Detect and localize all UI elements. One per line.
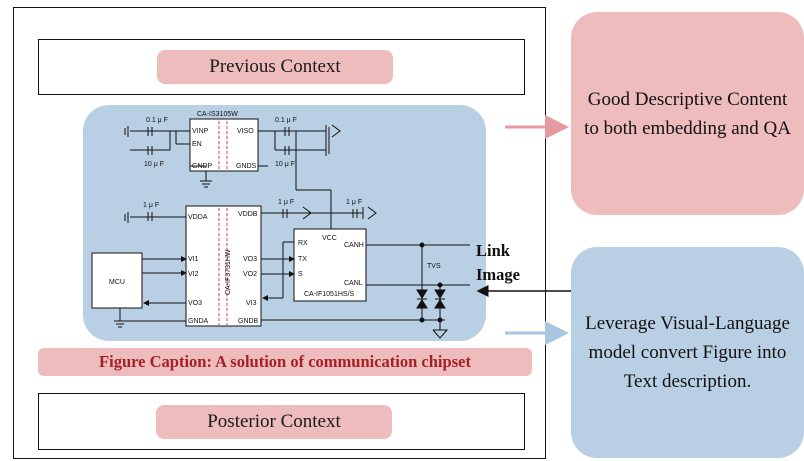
pin-gnds: GNDS <box>236 163 257 170</box>
previous-context-box <box>38 39 525 95</box>
pin-vi2: VI2 <box>188 271 199 278</box>
vlm-note: Leverage Visual-Language model convert F… <box>571 247 804 458</box>
figure-panel <box>83 105 486 341</box>
pin-vo2: VO2 <box>243 271 257 278</box>
pin-gndp: GNDP <box>192 163 213 170</box>
circuit-schematic: CA-IS3105W VINP EN GNDP VISO GNDS 0.1 μ … <box>91 111 470 339</box>
can-pin-tx: TX <box>298 256 307 263</box>
link-label-line-1: Link <box>476 241 510 260</box>
can-pin-canh: CANH <box>344 242 364 249</box>
cap-label-5: 1 μ F <box>143 202 159 209</box>
can-pin-canl: CANL <box>344 280 363 287</box>
good-content-note: Good Descriptive Content to both embeddi… <box>571 12 804 215</box>
figure-caption: Figure Caption: A solution of communicat… <box>38 348 532 376</box>
pin-vo3-left: VO3 <box>188 300 202 307</box>
can-name: CA-IF1051HS/S <box>304 291 355 298</box>
can-pin-rx: RX <box>298 240 308 247</box>
pin-vddb: VDDB <box>238 211 258 218</box>
chip-top-name: CA-IS3105W <box>197 111 238 118</box>
tvs-label: TVS <box>427 263 441 270</box>
cap-label-7: 1 μ F <box>346 199 362 206</box>
vlm-text: Leverage Visual-Language model convert F… <box>585 313 790 392</box>
cap-label-2: 10 μ F <box>144 161 164 168</box>
can-pin-vcc: VCC <box>322 235 337 242</box>
posterior-context-label: Posterior Context <box>156 405 392 439</box>
pin-gnda: GNDA <box>188 318 209 325</box>
pin-viso: VISO <box>237 128 254 135</box>
chip-middle-name: CA-IF3731HW <box>225 249 232 295</box>
pin-vinp: VINP <box>192 128 209 135</box>
pin-gndb: GNDB <box>238 318 259 325</box>
pin-en: EN <box>192 141 202 148</box>
pin-vdda: VDDA <box>188 214 208 221</box>
mcu-label: MCU <box>109 279 125 286</box>
previous-context-label: Previous Context <box>157 50 393 84</box>
link-image-label: Link Image <box>476 239 548 287</box>
cap-label-3: 0.1 μ F <box>275 117 297 124</box>
can-transceiver <box>293 228 367 302</box>
pin-vo3-right: VO3 <box>243 256 257 263</box>
mcu-block <box>91 252 143 309</box>
document-frame <box>13 7 546 459</box>
cap-label-1: 0.1 μ F <box>146 117 168 124</box>
pin-vi1: VI1 <box>188 256 199 263</box>
chip-middle <box>185 205 262 327</box>
cap-label-4: 10 μ F <box>275 161 295 168</box>
chip-top <box>189 118 259 172</box>
good-content-text: Good Descriptive Content to both embeddi… <box>584 88 791 139</box>
pin-vi3: VI3 <box>246 300 257 307</box>
connector-arrows <box>476 115 571 345</box>
cap-label-6: 1 μ F <box>278 199 294 206</box>
link-label-line-2: Image <box>476 265 520 284</box>
can-pin-s: S <box>298 271 303 278</box>
